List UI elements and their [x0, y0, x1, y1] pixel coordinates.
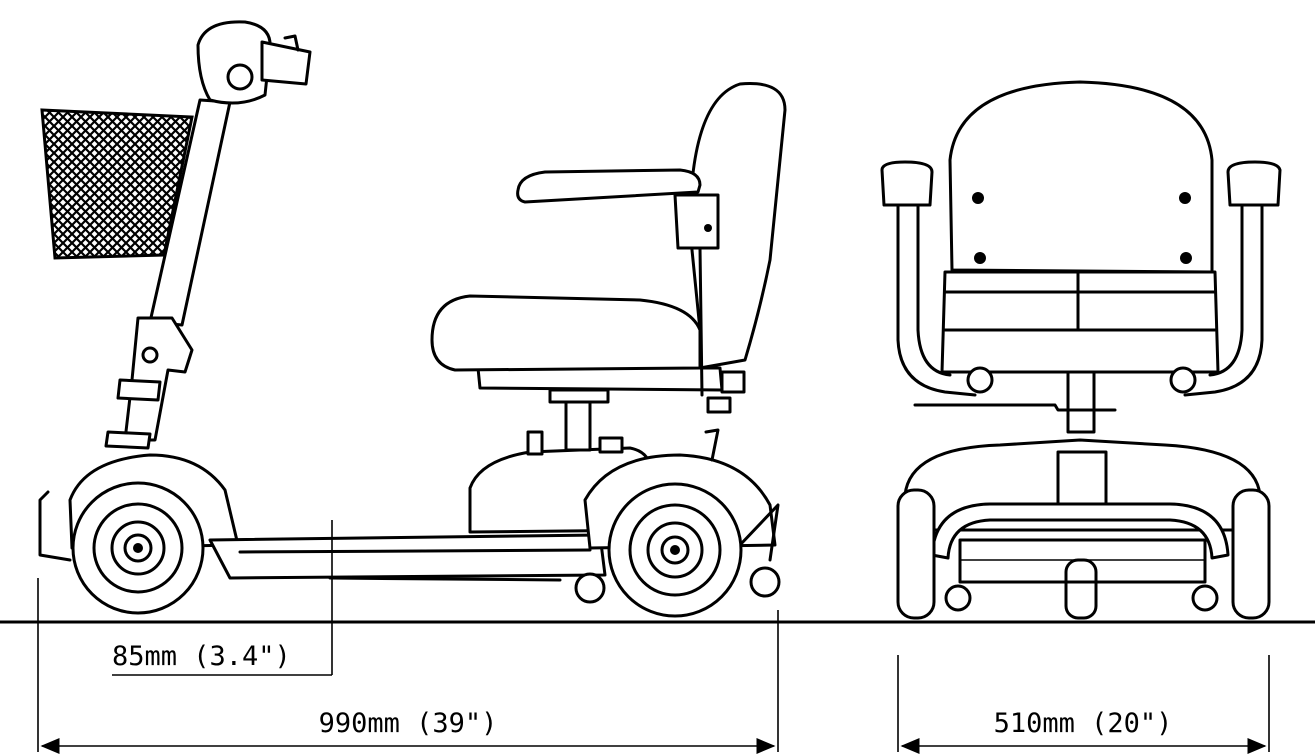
front-view — [880, 80, 1282, 620]
anti-tip-wheel — [574, 572, 606, 604]
seat-post — [548, 388, 720, 462]
seat-cushion — [430, 294, 702, 372]
side-view — [38, 20, 787, 618]
tiller-joint — [104, 316, 194, 450]
front-wheel — [71, 481, 205, 615]
front-wheel-right — [1231, 488, 1271, 620]
front-seat-post — [1066, 370, 1096, 434]
front-bumper — [930, 502, 1230, 560]
front-wheel-left — [896, 488, 936, 620]
seat-base — [476, 366, 724, 392]
anti-tip-wheel — [749, 566, 781, 598]
seat-backrest — [688, 82, 787, 370]
armrest — [516, 168, 746, 414]
dim-overall-width: 510mm (20") — [897, 655, 1270, 754]
handlebar — [196, 20, 312, 105]
ground-clearance-label: 85mm (3.4") — [112, 641, 291, 672]
front-armrest-right — [1183, 160, 1282, 397]
overall-length-label: 990mm (39") — [319, 708, 498, 739]
dim-overall-length: 990mm (39") — [37, 578, 779, 754]
front-backrest — [948, 80, 1214, 274]
overall-width-label: 510mm (20") — [994, 708, 1173, 739]
rear-wheel — [607, 482, 743, 618]
chassis — [208, 533, 607, 580]
front-bumper — [38, 490, 72, 562]
front-armrest-left — [880, 160, 977, 397]
front-seat — [940, 270, 1220, 374]
dim-ground-clearance: 85mm (3.4") — [112, 520, 333, 676]
